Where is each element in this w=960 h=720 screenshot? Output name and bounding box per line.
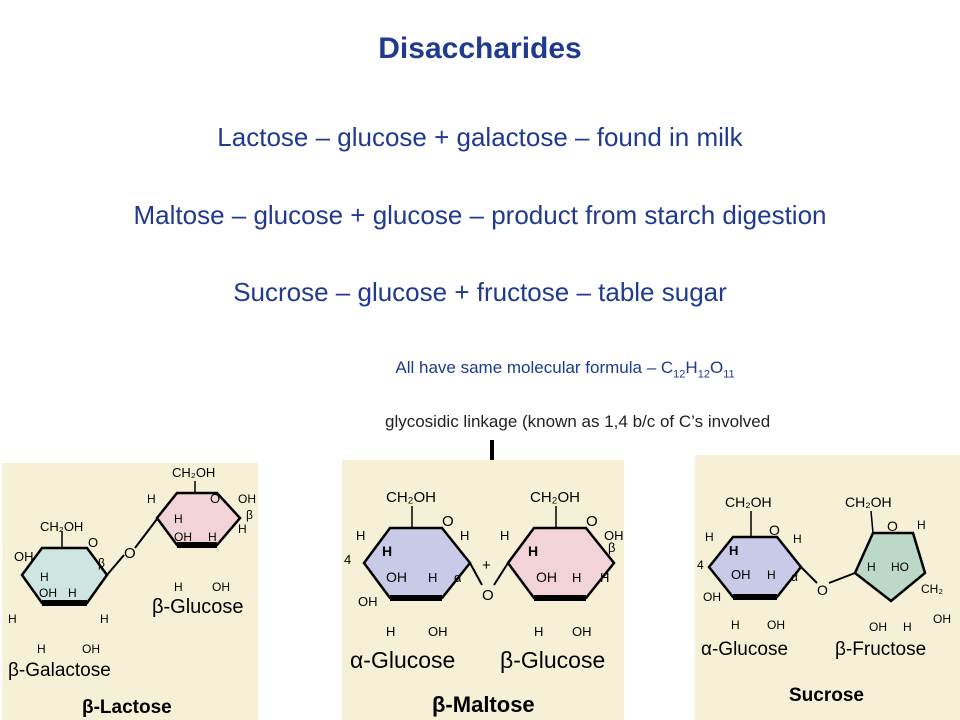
sucrose-panel: O CH₂OH O H H OH H H α 4 OH H OH CH₂OH O… — [695, 455, 960, 720]
svg-text:CH₂OH: CH₂OH — [725, 494, 772, 510]
svg-text:β: β — [98, 556, 105, 570]
svg-text:O: O — [887, 518, 898, 534]
svg-text:+: + — [482, 557, 491, 574]
svg-text:H: H — [500, 528, 509, 543]
svg-text:H: H — [528, 543, 538, 559]
svg-text:OH: OH — [933, 612, 951, 626]
molecular-formula: All have same molecular formula – C12H12… — [395, 358, 735, 381]
svg-text:H: H — [147, 492, 156, 506]
svg-text:H: H — [356, 528, 365, 543]
svg-text:OH: OH — [428, 624, 448, 639]
svg-text:H: H — [903, 620, 912, 634]
svg-text:H: H — [208, 530, 217, 544]
svg-text:H: H — [729, 543, 738, 558]
svg-text:H: H — [174, 580, 183, 594]
svg-text:O: O — [586, 513, 598, 530]
svg-text:β: β — [246, 508, 253, 522]
svg-text:H: H — [572, 570, 581, 585]
svg-text:H: H — [600, 570, 609, 585]
sucrose-caption: Sucrose — [789, 685, 864, 706]
sucrose-line: Sucrose – glucose + fructose – table sug… — [233, 277, 727, 307]
svg-text:OH: OH — [604, 528, 624, 543]
svg-text:CH₂OH: CH₂OH — [172, 465, 215, 480]
maltose-ring1-name: α-Glucose — [350, 647, 455, 673]
maltose-caption: β-Maltose — [432, 692, 535, 717]
svg-text:H: H — [767, 568, 776, 582]
svg-text:H: H — [68, 586, 77, 600]
svg-text:H: H — [238, 522, 247, 536]
svg-text:O: O — [817, 582, 828, 598]
svg-text:O: O — [210, 491, 220, 506]
svg-text:H: H — [382, 543, 392, 559]
svg-text:OH: OH — [703, 590, 721, 604]
svg-text:CH₂: CH₂ — [921, 582, 943, 596]
svg-text:OH: OH — [386, 569, 407, 585]
svg-text:CH₂OH: CH₂OH — [40, 519, 83, 534]
svg-text:H: H — [386, 624, 395, 639]
svg-text:H: H — [917, 518, 926, 532]
sucrose-ring1-name: α-Glucose — [701, 639, 788, 660]
svg-text:OH: OH — [358, 594, 378, 609]
svg-text:OH: OH — [572, 624, 592, 639]
svg-text:CH₂OH: CH₂OH — [386, 489, 436, 506]
svg-text:O: O — [769, 522, 780, 538]
svg-text:CH₂OH: CH₂OH — [845, 494, 892, 510]
svg-text:H: H — [37, 642, 46, 656]
sucrose-ring2-name: β-Fructose — [835, 639, 926, 660]
svg-text:OH: OH — [731, 567, 751, 582]
svg-text:H: H — [793, 532, 802, 546]
glycosidic-note: glycosidic linkage (known as 1,4 b/c of … — [385, 412, 771, 431]
svg-text:H: H — [100, 612, 109, 626]
lactose-caption: β-Lactose — [82, 697, 172, 718]
svg-text:O: O — [88, 535, 98, 550]
lactose-panel: O CH₂OH OH H OH H H H H OH β O CH₂OH O H… — [2, 463, 258, 720]
svg-text:CH₂OH: CH₂OH — [530, 489, 580, 506]
svg-text:4: 4 — [697, 558, 704, 572]
svg-text:β: β — [608, 540, 615, 555]
maltose-line: Maltose – glucose + glucose – product fr… — [133, 200, 827, 230]
svg-text:OH: OH — [174, 530, 192, 544]
svg-text:4: 4 — [344, 552, 351, 567]
svg-text:H: H — [40, 570, 49, 584]
svg-text:OH: OH — [14, 549, 34, 564]
svg-text:H: H — [428, 570, 437, 585]
svg-text:α: α — [791, 570, 798, 584]
svg-text:H: H — [867, 560, 876, 574]
svg-text:OH: OH — [82, 642, 100, 656]
svg-text:H: H — [8, 612, 17, 626]
maltose-panel: O CH₂OH O H H OH H H α OH 4 H OH + CH₂OH… — [342, 460, 624, 720]
slide-title: Disaccharides — [378, 32, 582, 65]
lactose-line: Lactose – glucose + galactose – found in… — [217, 122, 743, 152]
lactose-ring1-name: β-Galactose — [8, 660, 111, 681]
svg-text:OH: OH — [767, 618, 785, 632]
svg-text:O: O — [124, 545, 136, 562]
svg-text:O: O — [482, 587, 494, 604]
svg-text:O: O — [442, 513, 454, 530]
svg-text:H: H — [534, 624, 543, 639]
svg-text:H: H — [174, 512, 183, 526]
svg-text:H: H — [460, 528, 469, 543]
svg-text:OH: OH — [238, 492, 256, 506]
svg-text:α: α — [454, 570, 462, 585]
svg-text:OH: OH — [39, 586, 57, 600]
svg-text:OH: OH — [212, 580, 230, 594]
svg-text:HO: HO — [891, 560, 909, 574]
svg-text:OH: OH — [869, 620, 887, 634]
maltose-ring2-name: β-Glucose — [500, 647, 605, 673]
svg-text:H: H — [705, 530, 714, 544]
svg-text:OH: OH — [536, 569, 557, 585]
lactose-ring2-name: β-Glucose — [152, 596, 244, 618]
svg-text:H: H — [731, 618, 740, 632]
